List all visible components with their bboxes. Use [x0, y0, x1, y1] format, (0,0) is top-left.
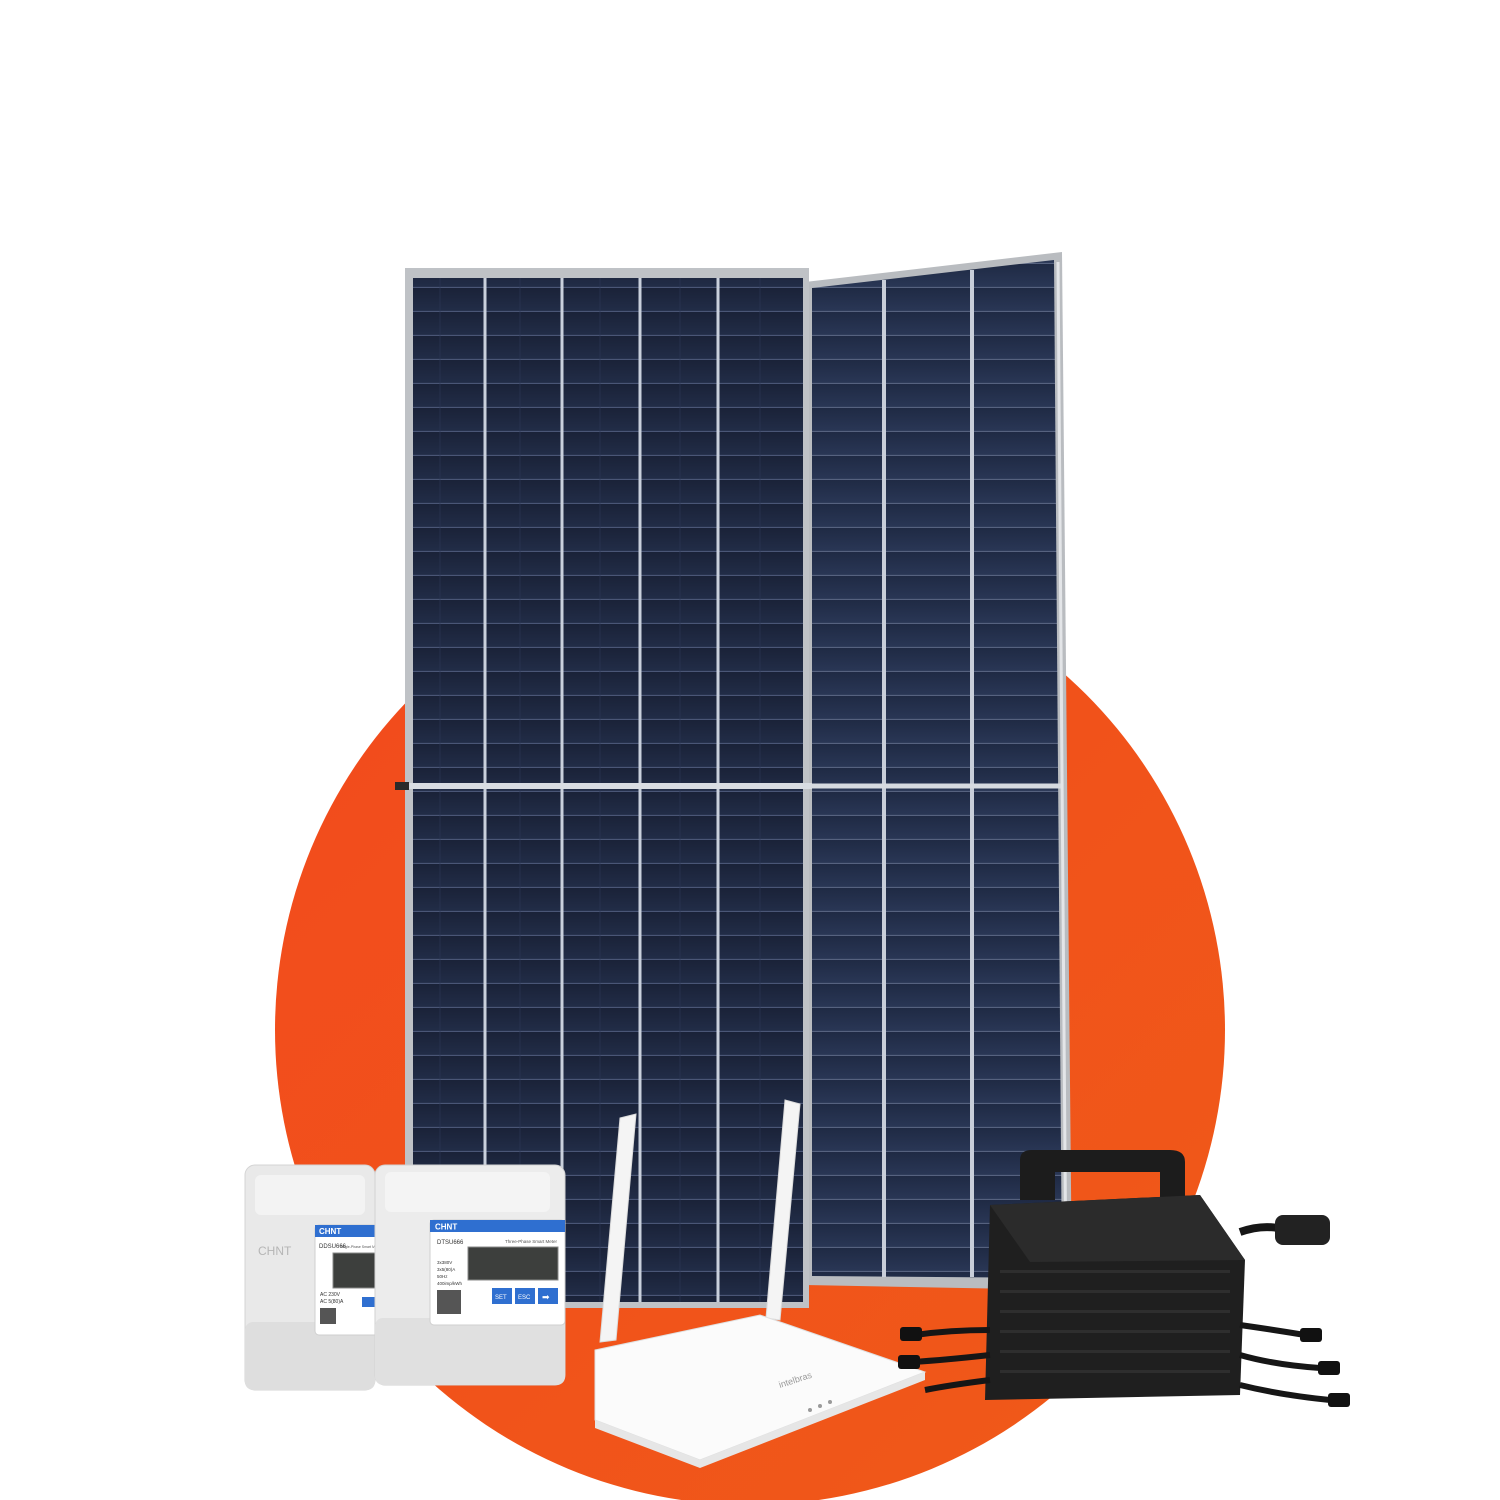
solar-panel-left [395, 268, 812, 1308]
three-meter-arrow-label: ➡ [542, 1292, 550, 1302]
single-meter-spec-2: AC 5(80)A [320, 1299, 344, 1305]
single-meter-model: DDSU666 [319, 1244, 347, 1250]
three-meter-title: Three-Phase Smart Meter [505, 1239, 558, 1244]
three-meter-qr-icon [437, 1290, 461, 1314]
solar-panel-right [805, 252, 1072, 1290]
router-led-icon-2 [818, 1404, 822, 1408]
three-meter-set-button [492, 1288, 512, 1304]
three-meter-display [467, 1246, 559, 1281]
three-meter-arrow-button [538, 1288, 558, 1304]
single-meter-brand: CHNT [319, 1227, 341, 1236]
three-meter-set-label: SET [495, 1295, 507, 1301]
single-meter-arrow-button [362, 1297, 378, 1307]
single-meter-display [332, 1252, 382, 1289]
single-meter-body-brand: CHNT [258, 1244, 292, 1258]
three-meter-esc-label: ESC [518, 1295, 531, 1301]
three-meter-model: DTSU666 [437, 1240, 464, 1246]
single-phase-meter: CHNT DDSU666 Single-Phase Smart Meter AC… [244, 1164, 391, 1391]
single-meter-title: Single-Phase Smart Meter [340, 1245, 382, 1249]
three-meter-spec-4: 400imp/kWh [437, 1281, 463, 1286]
three-meter-esc-button [515, 1288, 535, 1304]
three-phase-meter: CHNT DTSU666 Three-Phase Smart Meter 3x3… [374, 1164, 566, 1386]
three-meter-spec-3: 50Hz [437, 1274, 448, 1279]
three-meter-spec-1: 3x380V [437, 1260, 452, 1265]
single-meter-qr-icon [320, 1308, 336, 1324]
single-meter-spec-1: AC 230V [320, 1292, 341, 1298]
three-meter-brand: CHNT [435, 1223, 457, 1232]
wifi-router: intelbras [594, 1099, 927, 1468]
router-led-icon [808, 1408, 812, 1412]
router-led-icon-3 [828, 1400, 832, 1404]
three-meter-spec-2: 3x5(80)A [437, 1267, 455, 1272]
micro-inverter [898, 1150, 1350, 1407]
